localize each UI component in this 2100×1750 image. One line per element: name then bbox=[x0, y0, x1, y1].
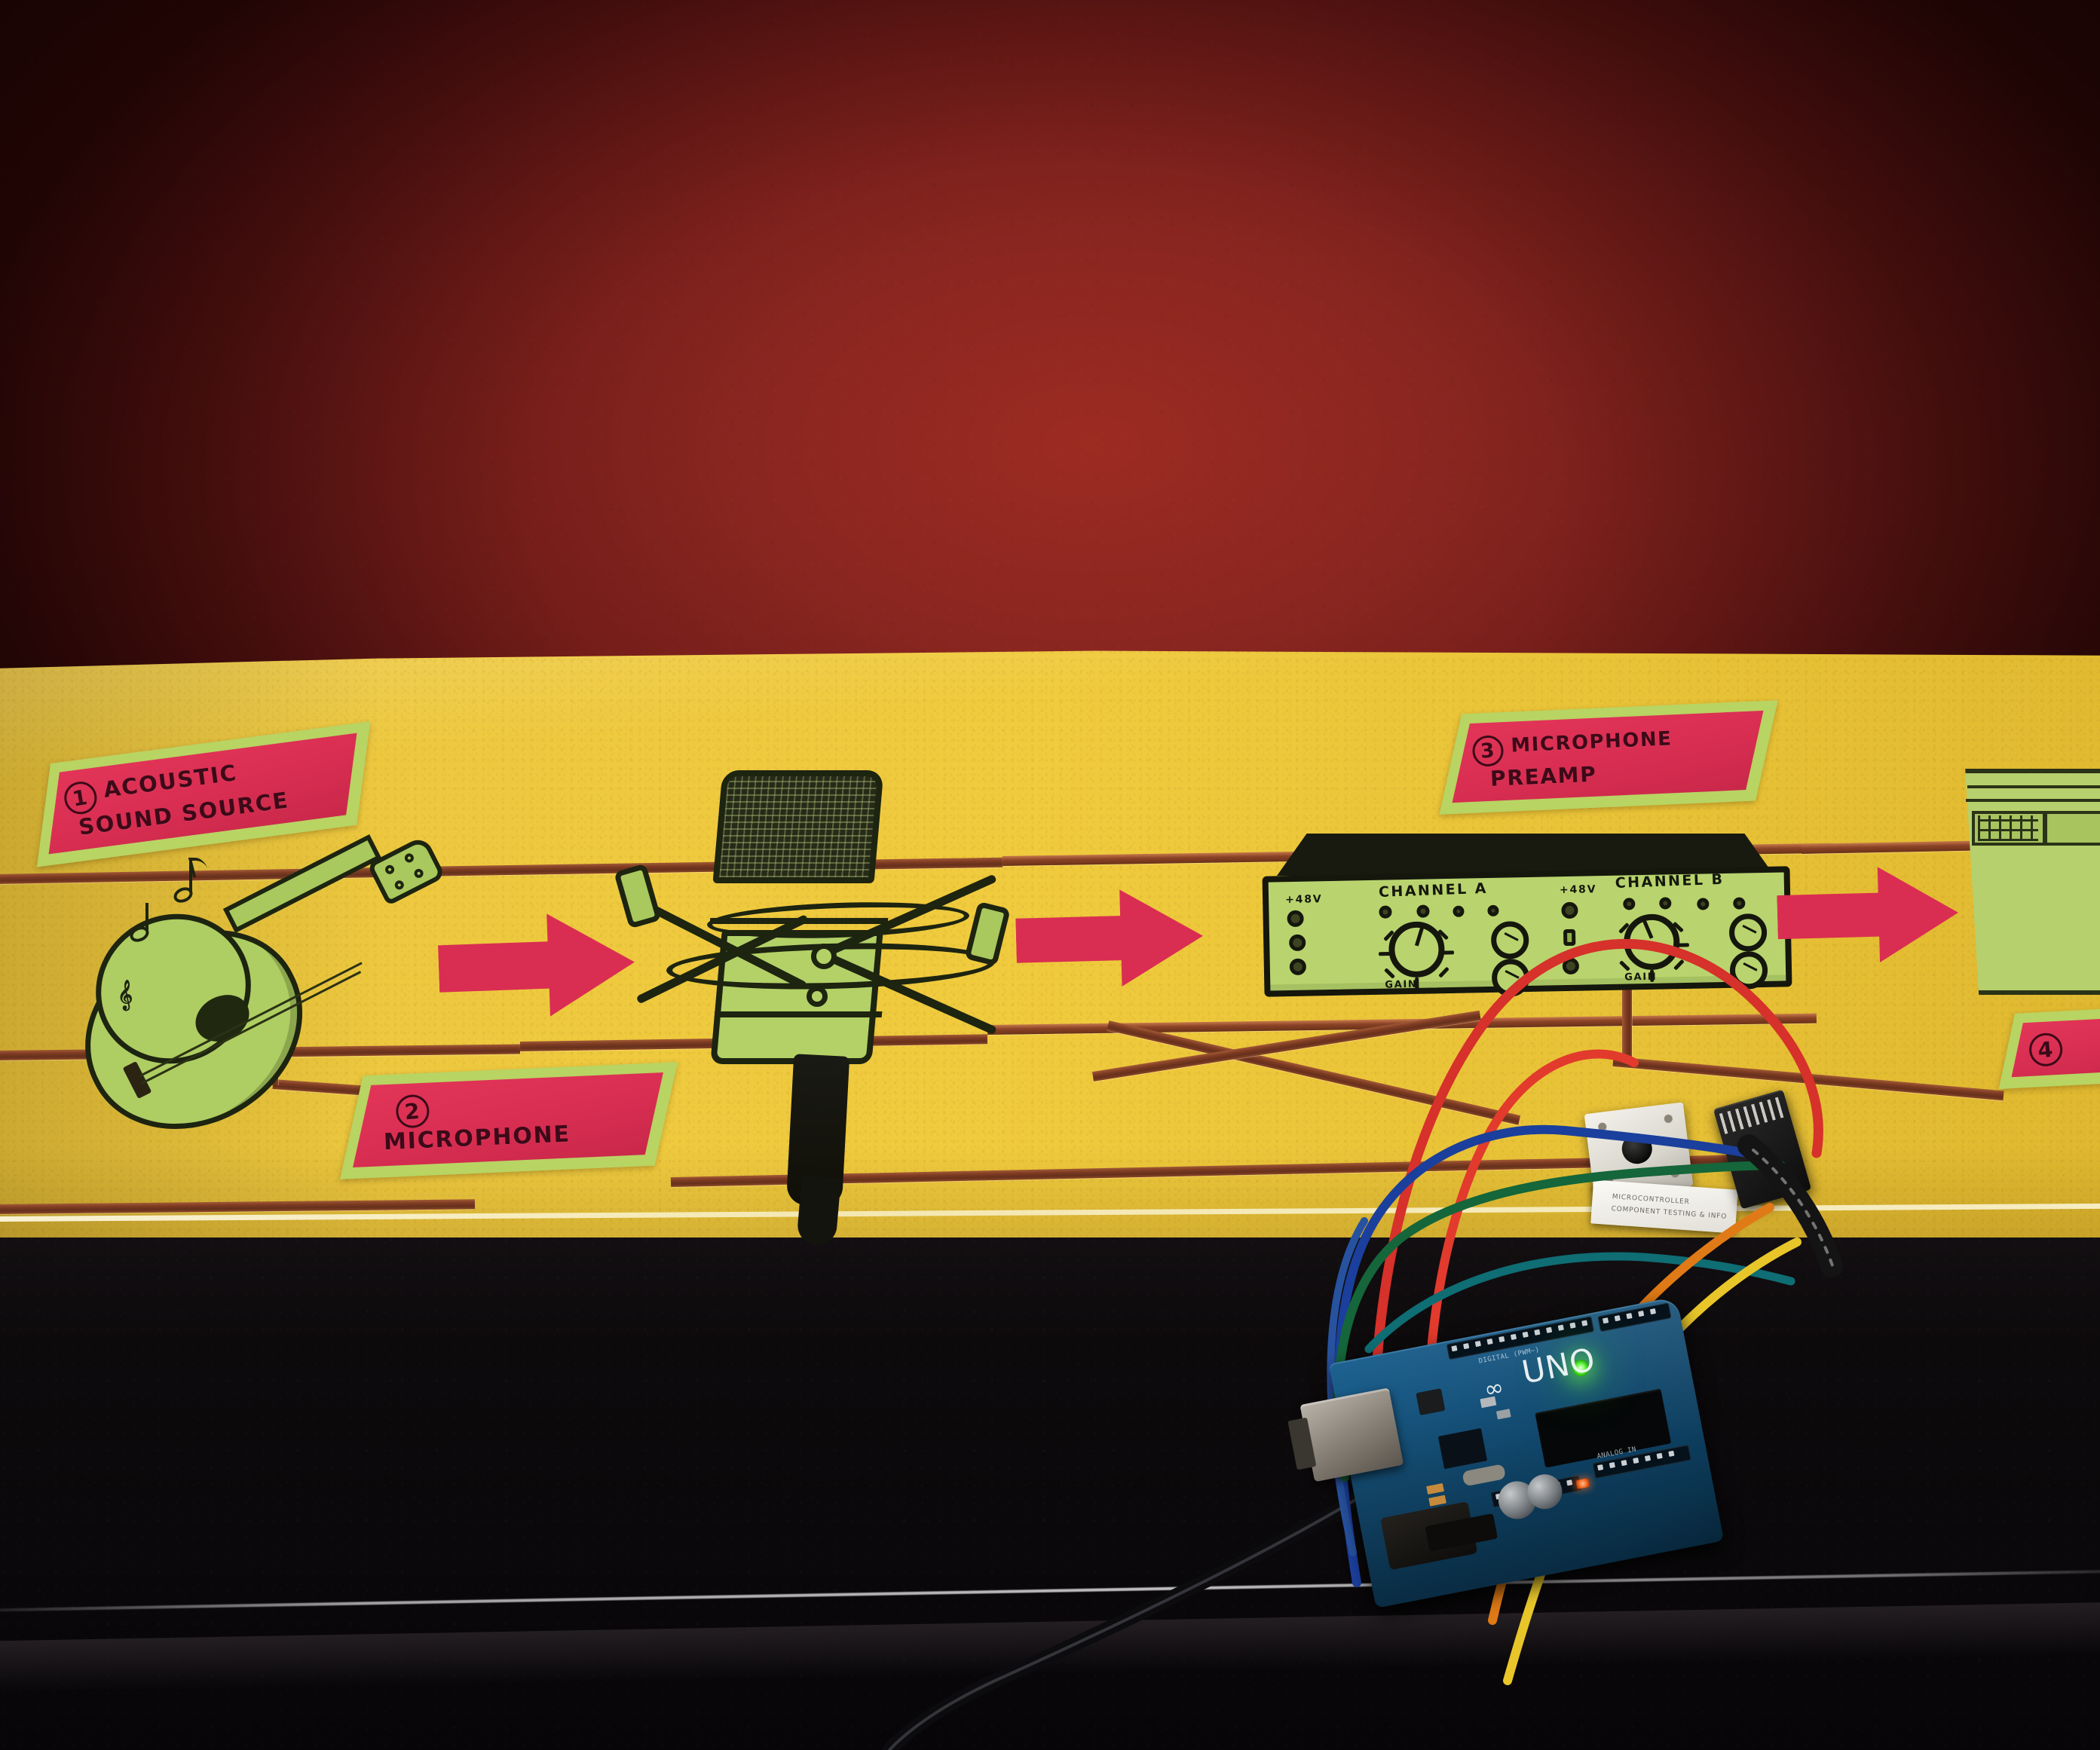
knob-pointer bbox=[1642, 919, 1654, 939]
preamp-input-jack-b2[interactable] bbox=[1729, 950, 1768, 990]
guitar-tuning-peg bbox=[412, 867, 425, 880]
device-seam-line bbox=[1966, 799, 2100, 802]
music-note-stem bbox=[145, 903, 148, 930]
music-note-icon bbox=[127, 903, 152, 945]
step-number-2: 2 bbox=[394, 1094, 431, 1130]
preamp-led-a1 bbox=[1287, 910, 1304, 928]
knob-pointer bbox=[1414, 926, 1425, 947]
mic-cable bbox=[796, 1175, 841, 1247]
audio-interface-icon bbox=[1960, 769, 2100, 995]
device-slot bbox=[2043, 814, 2047, 846]
knob-tick bbox=[1676, 943, 1689, 947]
step-label-3-line-1: MICROPHONE bbox=[1510, 727, 1673, 757]
knob-tick bbox=[1384, 968, 1396, 979]
knob-tick bbox=[1618, 922, 1630, 935]
preamp-meter-led bbox=[1379, 905, 1392, 919]
mic-shockmount-hinge bbox=[811, 944, 837, 969]
step-label-2-text: 2 MICROPHONE bbox=[360, 1073, 656, 1167]
knob-tick bbox=[1618, 960, 1630, 971]
knob-tick bbox=[1378, 951, 1391, 956]
preamp-input-jack-a1[interactable] bbox=[1490, 920, 1529, 959]
step-number-3: 3 bbox=[1471, 734, 1505, 768]
preamp-channel-a-label: CHANNEL A bbox=[1378, 880, 1489, 901]
knob-tick bbox=[1672, 921, 1684, 933]
preamp-gain-a-label: GAIN bbox=[1385, 978, 1418, 991]
preamp-gain-knob-channel-a[interactable] bbox=[1378, 921, 1455, 990]
preamp-input-jack-a2[interactable] bbox=[1491, 958, 1530, 997]
step-label-2: 2 MICROPHONE bbox=[340, 1062, 678, 1179]
guitar-tuning-peg bbox=[384, 863, 396, 876]
knob-tick bbox=[1441, 950, 1455, 955]
mic-body-band bbox=[714, 1011, 883, 1017]
back-wall bbox=[0, 0, 2100, 1236]
device-seam-line bbox=[1967, 785, 2100, 788]
knob-tick bbox=[1383, 930, 1394, 942]
music-note-stem bbox=[189, 858, 192, 891]
condenser-microphone-icon bbox=[614, 758, 1011, 1253]
step-number-4: 4 bbox=[2028, 1032, 2065, 1069]
device-body bbox=[1965, 769, 2100, 995]
preamp-led-a2 bbox=[1289, 934, 1306, 952]
preamp-meter-led bbox=[1697, 898, 1710, 910]
music-note-icon bbox=[171, 858, 210, 906]
mic-preamp-icon: CHANNEL A CHANNEL B +48V +48V GAIN GAIN bbox=[1262, 834, 1792, 1008]
step-number-1: 1 bbox=[62, 779, 99, 817]
preamp-meter-led bbox=[1733, 897, 1746, 910]
step-label-3-line-2: PREAMP bbox=[1489, 761, 1598, 791]
mic-grille bbox=[712, 770, 884, 883]
knob-tick bbox=[1673, 959, 1685, 971]
mic-shockmount-hinge bbox=[807, 986, 828, 1007]
preamp-led-b1 bbox=[1561, 901, 1578, 919]
music-note-icon: 𝄞 bbox=[118, 980, 133, 1010]
preamp-led-b2 bbox=[1562, 957, 1580, 975]
preamp-channel-b-label: CHANNEL B bbox=[1615, 870, 1725, 892]
preamp-led-a3 bbox=[1289, 958, 1307, 976]
preamp-front-panel: CHANNEL A CHANNEL B +48V +48V GAIN GAIN bbox=[1262, 866, 1792, 997]
preamp-meter-led bbox=[1659, 897, 1672, 910]
knob-tick bbox=[1650, 969, 1655, 982]
preamp-meter-led bbox=[1623, 898, 1636, 910]
knob-tick bbox=[1613, 944, 1626, 949]
step-label-4-text: 4 bbox=[2016, 1014, 2100, 1077]
device-keypad bbox=[1978, 815, 2038, 841]
guitar-tuning-peg bbox=[403, 852, 415, 864]
preamp-meter-led bbox=[1416, 904, 1430, 918]
step-label-4: 4 bbox=[1998, 1003, 2100, 1090]
knob-tick bbox=[1415, 977, 1419, 990]
arduino-reset-button[interactable] bbox=[1416, 1388, 1446, 1415]
sensor-tag-line-1: MICROCONTROLLER bbox=[1612, 1193, 1690, 1207]
knob-tick bbox=[1437, 929, 1449, 941]
preamp-gain-knob-channel-b[interactable] bbox=[1613, 913, 1689, 982]
preamp-meter-led bbox=[1487, 904, 1499, 917]
preamp-switch-b[interactable] bbox=[1563, 929, 1576, 947]
acoustic-guitar-icon: 𝄞 bbox=[51, 834, 458, 1167]
preamp-input-jack-b1[interactable] bbox=[1728, 913, 1768, 952]
preamp-phantom-b-label: +48V bbox=[1559, 883, 1597, 897]
sensor-tag-line-2: COMPONENT TESTING & INFO bbox=[1611, 1205, 1728, 1221]
preamp-meter-led bbox=[1453, 905, 1465, 917]
guitar-tuning-peg bbox=[393, 879, 406, 892]
knob-tick bbox=[1438, 966, 1449, 978]
preamp-phantom-a-label: +48V bbox=[1284, 893, 1323, 907]
